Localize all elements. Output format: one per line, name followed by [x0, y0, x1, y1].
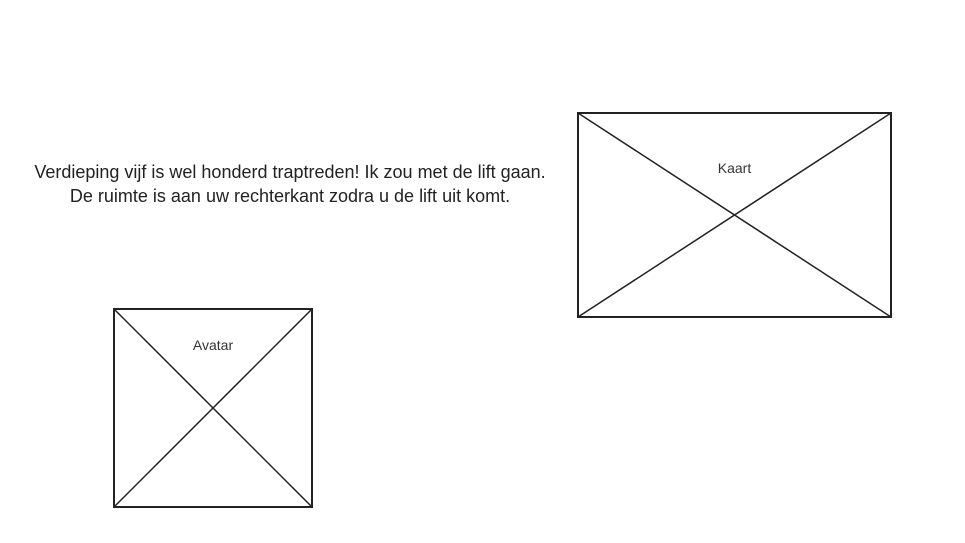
map-placeholder: Kaart: [577, 112, 892, 318]
map-placeholder-label: Kaart: [717, 160, 752, 176]
avatar-placeholder-diagonal-2: [113, 308, 313, 508]
avatar-placeholder-label: Avatar: [192, 337, 234, 353]
map-placeholder-graphic: [577, 112, 892, 318]
avatar-placeholder-graphic: [113, 308, 313, 508]
instruction-line-2: De ruimte is aan uw rechterkant zodra u …: [69, 186, 511, 206]
instruction-line-1: Verdieping vijf is wel honderd traptrede…: [34, 162, 546, 182]
avatar-placeholder: Avatar: [113, 308, 313, 508]
map-placeholder-frame: [577, 112, 892, 318]
map-placeholder-diagonal-2: [577, 112, 892, 318]
instruction-message: Verdieping vijf is wel honderd traptrede…: [10, 160, 570, 208]
avatar-placeholder-frame: [113, 308, 313, 508]
